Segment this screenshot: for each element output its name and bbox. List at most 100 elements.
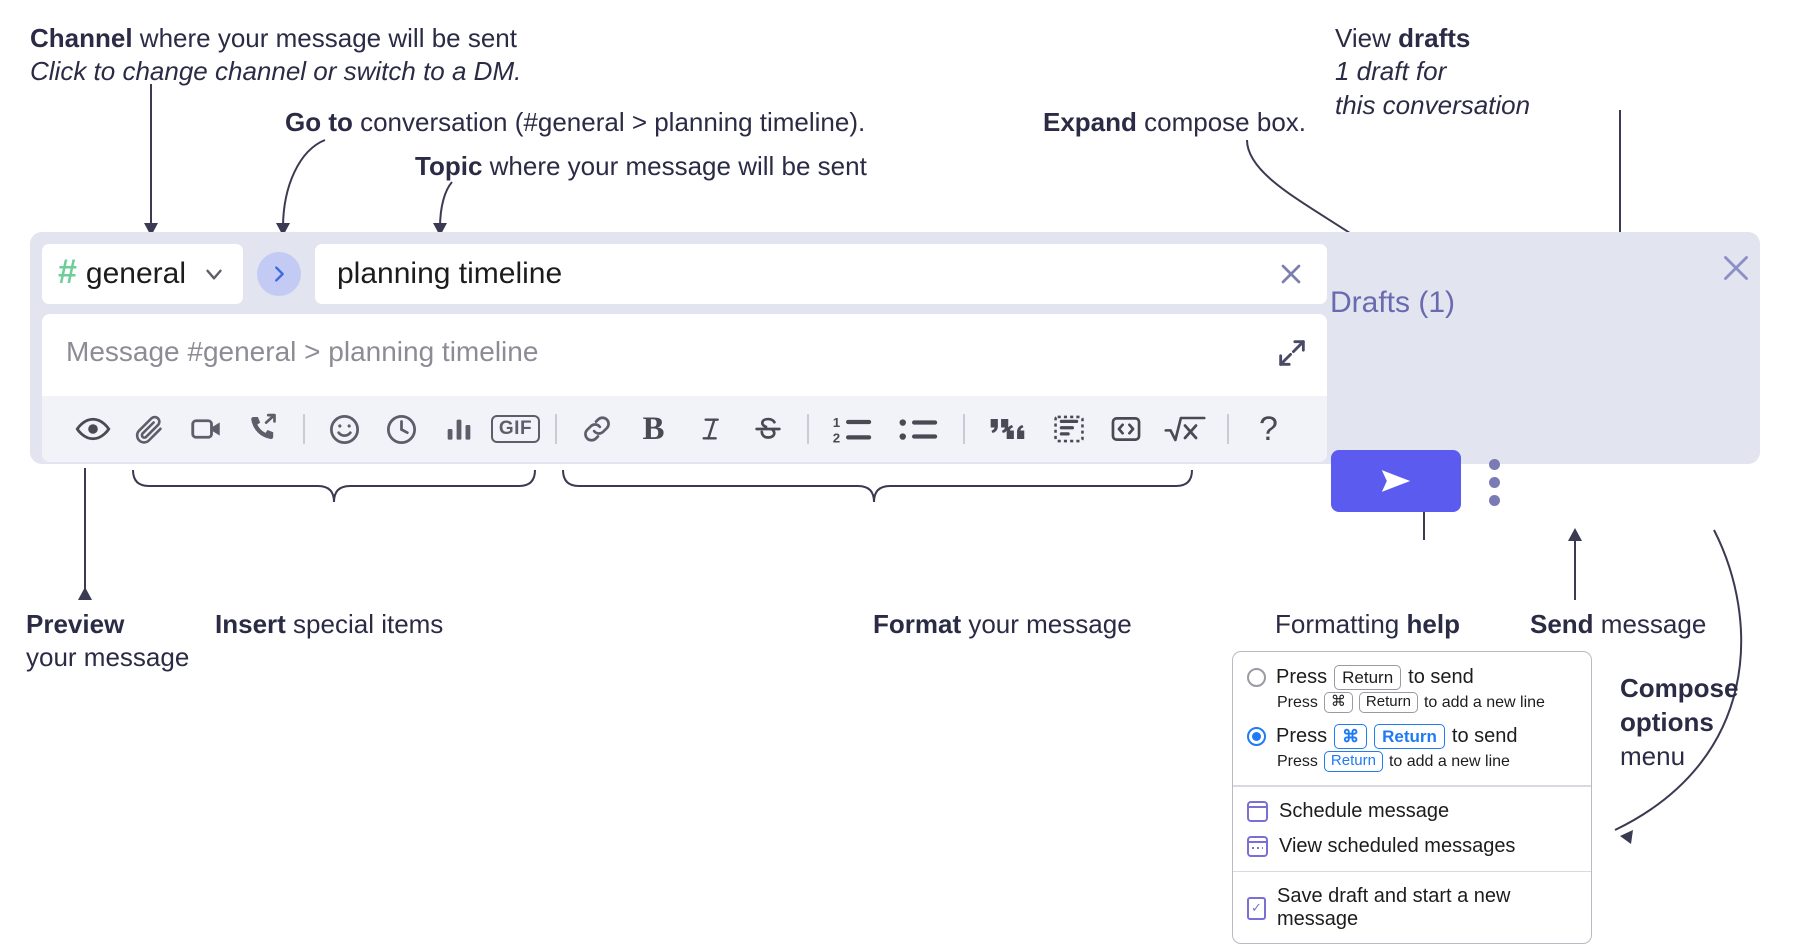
ordered-list-icon[interactable]: 1 2 xyxy=(820,404,886,454)
link-icon[interactable] xyxy=(568,404,625,454)
annotation-goto-rest: conversation (#general > planning timeli… xyxy=(352,107,866,137)
annotation-help-normal: Formatting xyxy=(1275,609,1407,639)
annotation-formatting-help: Formatting help xyxy=(1275,608,1460,641)
annotation-send-rest: message xyxy=(1593,609,1707,639)
key-return: Return xyxy=(1334,665,1402,691)
menu-item-label: View scheduled messages xyxy=(1279,834,1516,857)
calendar-schedule-icon xyxy=(1247,800,1268,822)
inline-code-icon[interactable] xyxy=(1097,404,1154,454)
annotation-insert-bold: Insert xyxy=(215,609,286,639)
toolbar-divider xyxy=(555,414,557,444)
annotation-format-rest: your message xyxy=(961,609,1132,639)
compose-options-dropdown: Press Return to send Press ⌘ Return to a… xyxy=(1232,651,1592,944)
send-option-return-sub: Press ⌘ Return to add a new line xyxy=(1233,692,1591,719)
gif-icon[interactable]: GIF xyxy=(487,404,544,454)
annotation-channel: Channel where your message will be sent … xyxy=(30,22,521,89)
menu-item-save-draft[interactable]: ✓ Save draft and start a new message xyxy=(1233,879,1591,937)
video-camera-icon[interactable] xyxy=(178,404,235,454)
compose-options-menu-button[interactable] xyxy=(1482,455,1506,509)
annotation-topic: Topic where your message will be sent xyxy=(415,150,867,183)
preview-eye-icon[interactable] xyxy=(64,404,121,454)
annotation-preview-bold: Preview xyxy=(26,609,125,639)
menu-divider xyxy=(1233,785,1591,787)
compose-inner: # general planning timeline Message #gen… xyxy=(42,242,1327,462)
svg-text:1: 1 xyxy=(833,415,841,430)
expand-compose-icon[interactable] xyxy=(1275,336,1309,370)
bold-label: B xyxy=(642,410,665,447)
annotation-expand-rest: compose box. xyxy=(1136,107,1307,137)
blockquote-icon[interactable] xyxy=(976,404,1040,454)
newline-label: to add a new line xyxy=(1388,752,1510,770)
annotation-send: Send message xyxy=(1530,608,1706,641)
toolbar-divider xyxy=(1227,414,1229,444)
kebab-dot xyxy=(1488,476,1500,488)
annotation-format-bold: Format xyxy=(873,609,962,639)
annotation-expand: Expand compose box. xyxy=(1043,106,1306,139)
bulleted-list-icon[interactable] xyxy=(886,404,952,454)
drafts-link[interactable]: Drafts (1) xyxy=(1330,286,1456,319)
annotation-goto-bold: Go to xyxy=(285,107,353,137)
send-button[interactable] xyxy=(1331,450,1461,512)
help-label: ? xyxy=(1259,409,1278,448)
menu-item-view-scheduled[interactable]: View scheduled messages xyxy=(1233,829,1591,864)
code-block-icon[interactable] xyxy=(1040,404,1097,454)
annotation-drafts-line3: this conversation xyxy=(1335,89,1531,120)
annotation-send-bold: Send xyxy=(1530,609,1594,639)
help-icon[interactable]: ? xyxy=(1240,404,1297,454)
menu-item-label: Schedule message xyxy=(1279,799,1450,822)
save-draft-icon: ✓ xyxy=(1247,896,1266,920)
send-option-return[interactable]: Press Return to send xyxy=(1233,660,1591,692)
bar-chart-icon[interactable] xyxy=(430,404,487,454)
message-input-area[interactable]: Message #general > planning timeline xyxy=(42,314,1327,462)
strikethrough-icon[interactable] xyxy=(739,404,796,454)
annotation-channel-rest: where your message will be sent xyxy=(132,23,517,53)
hash-icon: # xyxy=(58,253,77,291)
topic-input[interactable]: planning timeline xyxy=(315,244,1327,304)
menu-divider xyxy=(1233,870,1591,872)
annotation-topic-rest: where your message will be sent xyxy=(482,151,867,181)
chevron-down-icon xyxy=(201,261,227,287)
annotation-compose-normal: menu xyxy=(1620,740,1686,771)
newline-label: to add a new line xyxy=(1423,693,1545,711)
radio-selected[interactable] xyxy=(1247,727,1266,747)
annotation-compose-options: Compose options menu xyxy=(1620,672,1738,773)
channel-selector[interactable]: # general xyxy=(42,244,243,304)
annotation-expand-bold: Expand xyxy=(1043,107,1137,137)
kebab-dot xyxy=(1488,458,1500,470)
radio-unselected[interactable] xyxy=(1247,668,1266,688)
key-return: Return xyxy=(1323,751,1383,772)
annotation-drafts-bold: drafts xyxy=(1398,23,1471,53)
send-option-cmd-return[interactable]: Press ⌘ Return to send xyxy=(1233,719,1591,751)
attachment-paperclip-icon[interactable] xyxy=(121,404,178,454)
bold-icon[interactable]: B xyxy=(625,404,682,454)
toolbar-divider xyxy=(807,414,809,444)
clock-icon[interactable] xyxy=(373,404,430,454)
to-send-label: to send xyxy=(1451,725,1518,748)
press-label: Press xyxy=(1277,752,1318,770)
send-option-return-label: Press Return to send xyxy=(1276,665,1474,691)
phone-forward-icon[interactable] xyxy=(235,404,292,454)
close-icon[interactable] xyxy=(1271,254,1311,294)
annotation-insert: Insert special items xyxy=(215,608,443,641)
annotation-insert-rest: special items xyxy=(285,609,444,639)
channel-name: general xyxy=(85,257,186,290)
message-placeholder: Message #general > planning timeline xyxy=(66,336,539,367)
press-label: Press xyxy=(1276,666,1328,689)
key-command: ⌘ xyxy=(1334,724,1368,750)
annotation-preview-line2: your message xyxy=(26,642,190,673)
annotation-drafts-line2: 1 draft for xyxy=(1335,56,1447,87)
press-label: Press xyxy=(1277,693,1318,711)
goto-conversation-button[interactable] xyxy=(257,252,301,296)
annotation-channel-sub: Click to change channel or switch to a D… xyxy=(30,56,522,87)
key-return: Return xyxy=(1374,724,1445,750)
italic-icon[interactable] xyxy=(682,404,739,454)
annotation-format: Format your message xyxy=(873,608,1132,641)
annotation-help-bold: help xyxy=(1406,609,1460,639)
annotation-topic-bold: Topic xyxy=(415,151,483,181)
annotation-compose-bold1: Compose xyxy=(1620,673,1739,703)
math-icon[interactable] xyxy=(1154,404,1216,454)
menu-item-schedule-message[interactable]: Schedule message xyxy=(1233,794,1591,829)
emoji-smiley-icon[interactable] xyxy=(316,404,373,454)
close-icon[interactable] xyxy=(1718,250,1754,286)
annotation-drafts-normal: View xyxy=(1335,23,1399,53)
